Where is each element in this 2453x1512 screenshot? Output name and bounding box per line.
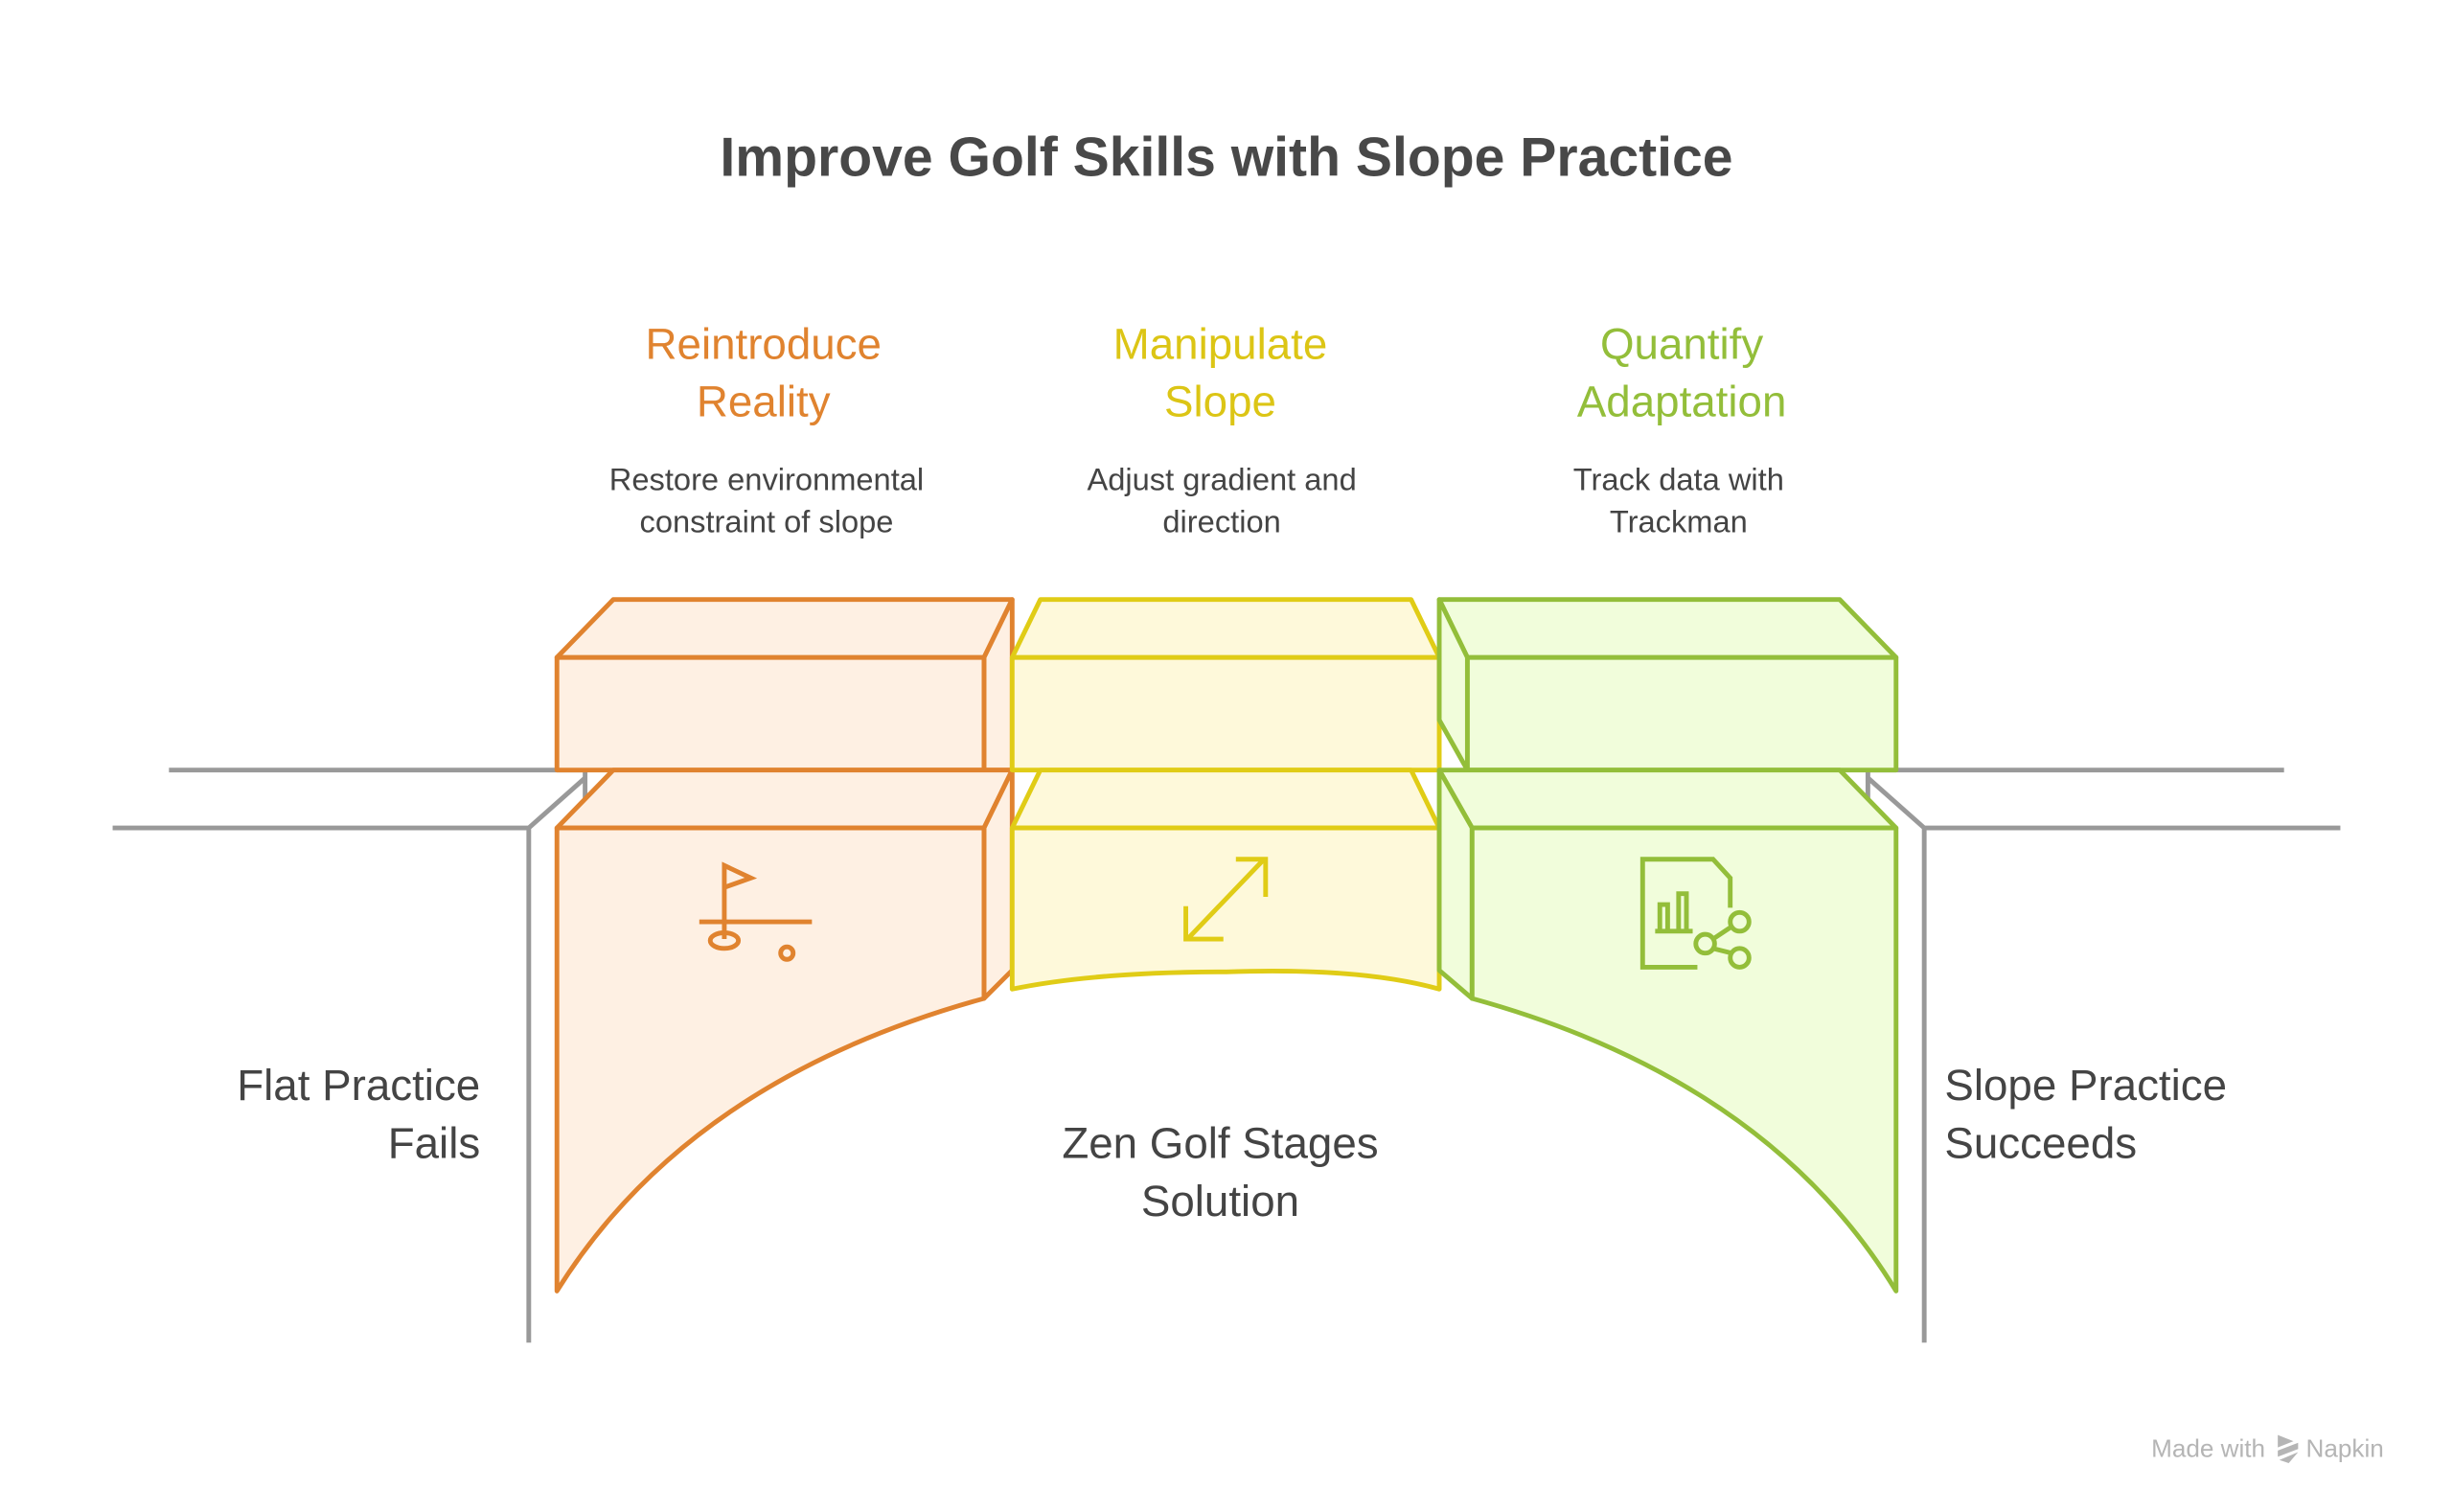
stage-3-title-2: Adaptation xyxy=(1577,378,1787,426)
center-label: Zen Golf Stages xyxy=(1062,1119,1378,1168)
left-label: Flat Practice xyxy=(237,1061,480,1110)
stage-1-title: Reintroduce xyxy=(646,319,882,368)
right-cliff xyxy=(1865,767,2341,1343)
stage-1-desc-2: constraint of slope xyxy=(640,504,894,539)
data-report-share-icon xyxy=(1639,857,1752,970)
stage-3-text: Quantify Adaptation Track data with Trac… xyxy=(1573,319,1787,538)
stage-2-block xyxy=(1009,597,1442,992)
made-with-text: Made with xyxy=(2151,1433,2265,1462)
stage-2-title-2: Slope xyxy=(1164,378,1276,426)
stage-1-title-2: Reality xyxy=(697,378,831,426)
napkin-brand: Napkin xyxy=(2306,1433,2384,1462)
stage-3-desc-2: Trackman xyxy=(1610,504,1748,539)
page-title: Improve Golf Skills with Slope Practice xyxy=(720,126,1732,188)
napkin-watermark: Made with Napkin xyxy=(2151,1433,2384,1463)
left-cliff xyxy=(112,767,588,1343)
stage-2-title: Manipulate xyxy=(1113,319,1328,368)
stage-1-desc: Restore environmental xyxy=(609,461,924,496)
diagonal-arrows-icon xyxy=(1183,857,1269,942)
stage-2-desc: Adjust gradient and xyxy=(1087,461,1356,496)
right-label-2: Succeeds xyxy=(1944,1119,2137,1168)
golf-flag-icon xyxy=(699,861,813,962)
center-label-2: Solution xyxy=(1141,1177,1299,1226)
stage-2-text: Manipulate Slope Adjust gradient and dir… xyxy=(1087,319,1356,538)
stage-1-block xyxy=(554,597,1015,1294)
left-label-2: Fails xyxy=(388,1119,480,1168)
stage-3-title: Quantify xyxy=(1600,319,1763,368)
stage-2-desc-2: direction xyxy=(1162,504,1280,539)
stage-1-text: Reintroduce Reality Restore environmenta… xyxy=(609,319,924,538)
stage-3-desc: Track data with xyxy=(1573,461,1784,496)
right-label: Slope Practice xyxy=(1944,1061,2227,1110)
napkin-logo-icon xyxy=(2278,1434,2299,1463)
stage-3-block xyxy=(1436,597,1899,1294)
